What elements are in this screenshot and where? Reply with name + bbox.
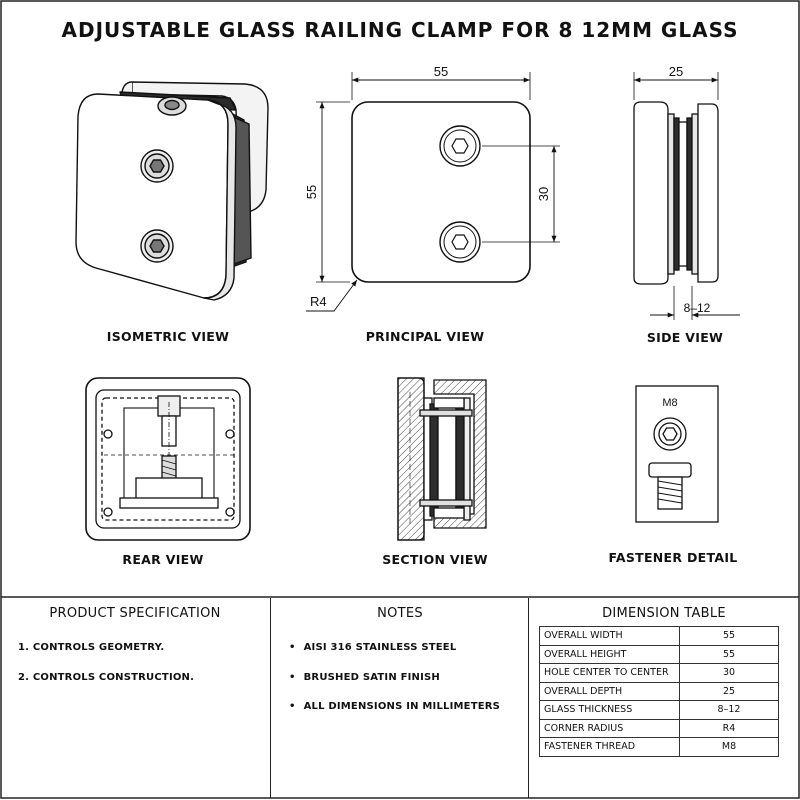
corner-radius-dimension: R4 xyxy=(310,294,327,309)
clamp-front-outline xyxy=(351,101,531,283)
fastener-thread-label: M8 xyxy=(662,397,677,409)
row-value: 55 xyxy=(679,644,779,664)
specification-item: 1. CONTROLS GEOMETRY. xyxy=(18,642,165,653)
principal-view xyxy=(306,72,560,312)
note-item: BRUSHED SATIN FINISH xyxy=(289,672,500,702)
width-dimension: 55 xyxy=(434,64,448,79)
row-value: 30 xyxy=(679,663,779,683)
row-value: 25 xyxy=(679,681,779,701)
glass-range-dimension: 8–12 xyxy=(684,301,711,315)
specification-item: 2. CONTROLS CONSTRUCTION. xyxy=(18,671,195,683)
notes-list: AISI 316 STAINLESS STEEL BRUSHED SATIN F… xyxy=(289,642,500,731)
depth-dimension: 25 xyxy=(669,64,683,79)
product-specification-heading: PRODUCT SPECIFICATION xyxy=(49,606,221,621)
note-item: ALL DIMENSIONS IN MILLIMETERS xyxy=(289,701,500,731)
row-value: M8 xyxy=(679,737,779,757)
notes-panel: NOTES AISI 316 STAINLESS STEEL BRUSHED S… xyxy=(270,598,529,798)
principal-view-label: PRINCIPAL VIEW xyxy=(365,329,485,344)
rear-view-label: REAR VIEW xyxy=(122,552,204,567)
notes-heading: NOTES xyxy=(377,606,423,621)
hole-spacing-dimension: 30 xyxy=(536,187,551,201)
side-view-label: SIDE VIEW xyxy=(646,330,724,345)
fastener-detail xyxy=(635,385,719,523)
fastener-detail-label: FASTENER DETAIL xyxy=(608,550,738,565)
radius-leader xyxy=(306,279,358,312)
row-value: 8–12 xyxy=(679,700,779,720)
height-dimension: 55 xyxy=(304,185,319,199)
row-label: HOLE CENTER TO CENTER xyxy=(539,663,680,683)
rear-view xyxy=(85,377,251,541)
side-view xyxy=(633,72,740,320)
isometric-view xyxy=(75,81,269,301)
specification-list: 1. CONTROLS GEOMETRY. 2. CONTROLS CONSTR… xyxy=(18,642,194,701)
product-specification-panel: PRODUCT SPECIFICATION 1. CONTROLS GEOMET… xyxy=(0,598,270,798)
row-label: OVERALL DEPTH xyxy=(539,681,680,701)
row-label: CORNER RADIUS xyxy=(539,718,680,738)
row-label: OVERALL HEIGHT xyxy=(539,644,680,664)
isometric-view-label: ISOMETRIC VIEW xyxy=(106,329,230,344)
row-label: FASTENER THREAD xyxy=(539,737,680,757)
row-value: 55 xyxy=(679,626,779,646)
note-item: AISI 316 STAINLESS STEEL xyxy=(289,642,500,672)
section-view-label: SECTION VIEW xyxy=(382,552,488,567)
row-label: OVERALL WIDTH xyxy=(539,626,680,646)
upper-bolt xyxy=(439,125,481,167)
section-view xyxy=(397,377,487,541)
lower-bolt xyxy=(439,221,481,263)
row-value: R4 xyxy=(679,718,779,738)
dimension-table-heading: DIMENSION TABLE xyxy=(602,606,726,621)
row-label: GLASS THICKNESS xyxy=(539,700,680,720)
drawing-title: ADJUSTABLE GLASS RAILING CLAMP FOR 8 12M… xyxy=(61,18,739,42)
